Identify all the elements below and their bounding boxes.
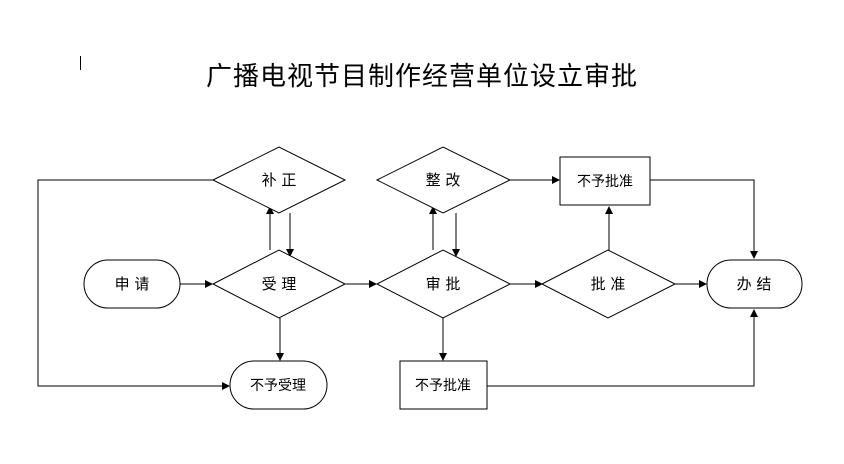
- node-complete-label: 办 结: [737, 275, 772, 293]
- node-reject-approve: 不予批准: [559, 156, 651, 206]
- node-reject-accept-label: 不予受理: [250, 378, 306, 394]
- node-reject-accept: 不予受理: [229, 360, 328, 410]
- edge-reject-approve-complete: [650, 179, 758, 259]
- node-accept: 受 理: [211, 249, 347, 319]
- edge-supplement-reject-accept: [37, 179, 230, 390]
- node-reject-approve-label: 不予批准: [577, 174, 633, 190]
- connector-lines: [37, 176, 758, 390]
- text-cursor: [80, 56, 81, 70]
- node-review-label: 审 批: [426, 275, 461, 293]
- edge-reject-review-complete: [487, 309, 758, 387]
- node-complete: 办 结: [706, 259, 803, 309]
- node-reject-review-label: 不予批准: [415, 378, 471, 394]
- node-approve-label: 批 准: [591, 275, 626, 293]
- node-apply-label: 申 请: [115, 275, 150, 293]
- node-rectify: 整 改: [375, 146, 512, 214]
- node-supplement: 补 正: [211, 146, 347, 214]
- page-title: 广播电视节目制作经营单位设立审批: [205, 62, 638, 92]
- node-apply: 申 请: [83, 259, 181, 309]
- node-supplement-label: 补 正: [262, 171, 297, 189]
- node-accept-label: 受 理: [262, 275, 297, 293]
- node-reject-review: 不予批准: [399, 360, 488, 410]
- node-approve: 批 准: [540, 249, 677, 319]
- node-rectify-label: 整 改: [426, 171, 461, 189]
- node-review: 审 批: [375, 249, 512, 319]
